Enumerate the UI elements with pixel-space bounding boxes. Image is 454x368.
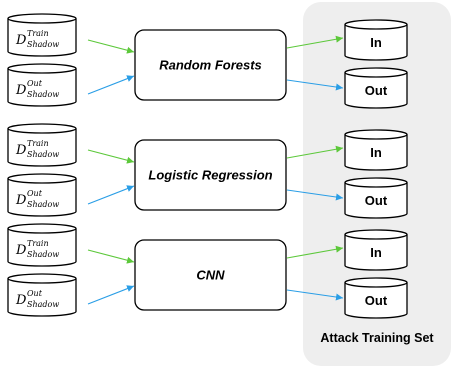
- shadow-model-box: [134, 29, 287, 101]
- attack-in-record: In: [344, 229, 408, 271]
- dataset-superscript: Train: [27, 239, 49, 248]
- dataset-superscript: Train: [27, 139, 49, 148]
- in-output-arrow: [286, 35, 344, 49]
- attack-in-record-body: [344, 234, 408, 271]
- dataset-superscript: Train: [27, 29, 49, 38]
- shadow-out-dataset-body: [7, 68, 77, 107]
- attack-in-record: In: [344, 129, 408, 171]
- attack-training-set-label: Attack Training Set: [320, 331, 434, 345]
- dataset-symbol: D: [15, 33, 27, 48]
- attack-out-record-top: [344, 67, 408, 78]
- train-input-arrow: [87, 149, 135, 164]
- out-input-arrow: [87, 75, 135, 95]
- attack-out-record: Out: [344, 67, 408, 109]
- shadow-out-dataset-body: [7, 178, 77, 217]
- dataset-symbol: D: [15, 243, 27, 258]
- shadow-out-dataset-top: [7, 173, 77, 184]
- dataset-superscript: Out: [27, 189, 43, 198]
- attack-in-record-top: [344, 229, 408, 240]
- attack-out-record-top: [344, 177, 408, 188]
- dataset-subscript: Shadow: [27, 150, 59, 159]
- attack-in-record: In: [344, 19, 408, 61]
- shadow-train-dataset-top: [7, 223, 77, 234]
- attack-in-record-top: [344, 19, 408, 30]
- shadow-model-label: Random Forests: [159, 58, 262, 73]
- shadow-model-label: CNN: [196, 268, 225, 283]
- dataset-subscript: Shadow: [27, 300, 59, 309]
- attack-in-record-body: [344, 24, 408, 61]
- dataset-superscript: Out: [27, 289, 43, 298]
- attack-out-record: Out: [344, 277, 408, 319]
- shadow-out-dataset-body: [7, 278, 77, 317]
- attack-out-record-body: [344, 282, 408, 319]
- dataset-subscript: Shadow: [27, 90, 59, 99]
- attack-in-record-body: [344, 134, 408, 171]
- shadow-model-box: [134, 139, 287, 211]
- shadow-out-dataset-top: [7, 63, 77, 74]
- out-output-arrow: [286, 289, 344, 301]
- shadow-train-dataset-top: [7, 13, 77, 24]
- attack-out-record-body: [344, 182, 408, 219]
- attack-out-record-top: [344, 277, 408, 288]
- shadow-train-dataset-body: [7, 18, 77, 57]
- dataset-subscript: Shadow: [27, 250, 59, 259]
- dataset-symbol: D: [15, 83, 27, 98]
- shadow-train-dataset-body: [7, 228, 77, 267]
- shadow-train-dataset-body: [7, 128, 77, 167]
- out-output-arrow: [286, 189, 344, 201]
- train-input-arrow: [87, 249, 135, 264]
- attack-record-label: Out: [365, 293, 388, 308]
- shadow-train-dataset-top: [7, 123, 77, 134]
- attack-out-record-body: [344, 72, 408, 109]
- attack-record-label: Out: [365, 193, 388, 208]
- dataset-subscript: Shadow: [27, 200, 59, 209]
- dataset-symbol: D: [15, 193, 27, 208]
- in-output-arrow: [286, 245, 344, 259]
- attack-record-label: In: [370, 35, 382, 50]
- shadow-out-dataset-top: [7, 273, 77, 284]
- dataset-symbol: D: [15, 143, 27, 158]
- out-input-arrow: [87, 285, 135, 305]
- attack-in-record-top: [344, 129, 408, 140]
- dataset-symbol: D: [15, 293, 27, 308]
- out-output-arrow: [286, 79, 344, 91]
- shadow-model-label: Logistic Regression: [148, 168, 272, 183]
- attack-record-label: In: [370, 145, 382, 160]
- dataset-superscript: Out: [27, 79, 43, 88]
- attack-out-record: Out: [344, 177, 408, 219]
- attack-record-label: Out: [365, 83, 388, 98]
- train-input-arrow: [87, 39, 135, 54]
- out-input-arrow: [87, 185, 135, 205]
- dataset-subscript: Shadow: [27, 40, 59, 49]
- shadow-model-box: [134, 239, 287, 311]
- attack-record-label: In: [370, 245, 382, 260]
- in-output-arrow: [286, 145, 344, 159]
